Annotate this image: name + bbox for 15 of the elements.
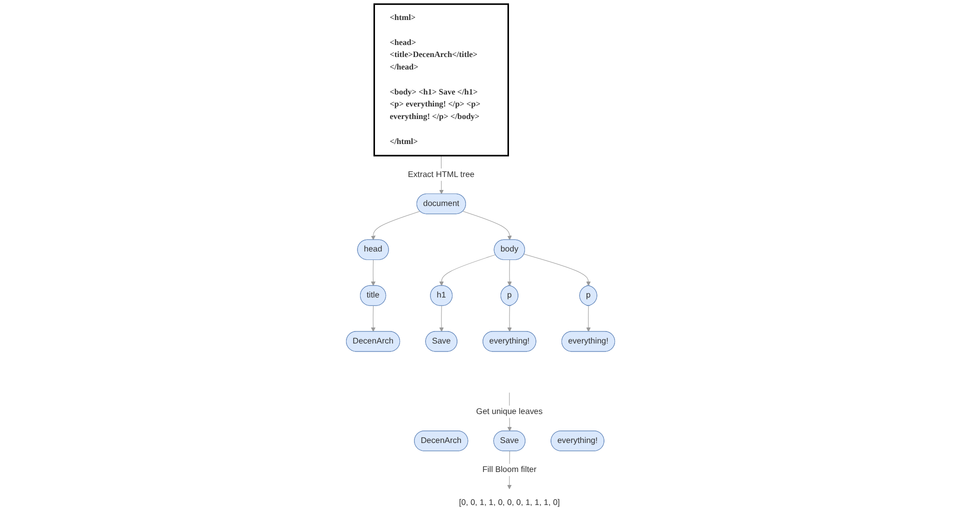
arrow (371, 260, 376, 286)
arrow (508, 260, 512, 286)
edge-label: Get unique leaves (476, 407, 544, 416)
node-box: <html> <head> <title>DecenArch</title> </head> <body> <h1> Save </h1> <p> everything! </p> <p> everything! </p> </body> </html> (374, 3, 510, 156)
arrow (463, 211, 512, 240)
arrow (440, 254, 496, 286)
arrow (524, 254, 592, 286)
edge-label: Extract HTML tree (408, 170, 475, 179)
arrow (440, 306, 444, 332)
node-text: [0, 0, 1, 1, 0, 0, 0, 1, 1, 1, 0] (459, 498, 560, 508)
arrow (371, 306, 376, 332)
arrow (371, 211, 421, 240)
arrow (586, 306, 592, 332)
edge-label: Fill Bloom filter (482, 465, 537, 474)
arrow (508, 306, 512, 332)
